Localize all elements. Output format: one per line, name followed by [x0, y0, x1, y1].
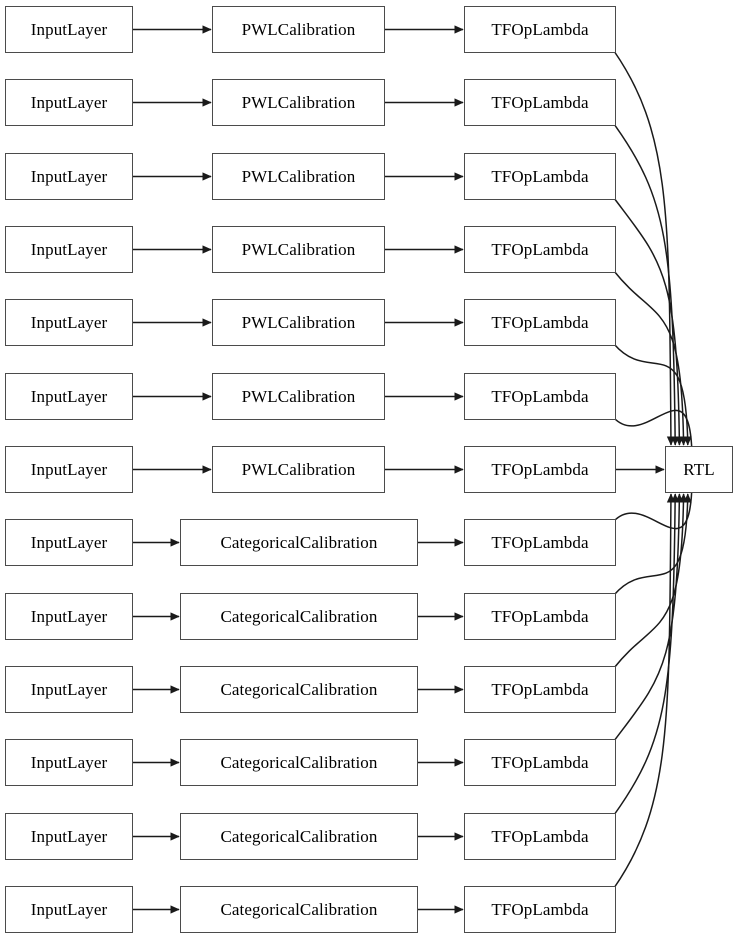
node-pwl-calibration[interactable]: PWLCalibration [212, 446, 385, 493]
node-pwl-calibration-label: PWLCalibration [241, 240, 356, 259]
node-categorical-calibration-label: CategoricalCalibration [220, 533, 378, 552]
node-input-layer[interactable]: InputLayer [5, 299, 133, 346]
node-input-layer[interactable]: InputLayer [5, 739, 133, 786]
node-pwl-calibration-label: PWLCalibration [241, 20, 356, 39]
node-tf-op-lambda-label: TFOpLambda [491, 460, 589, 479]
node-tf-op-lambda-label: TFOpLambda [491, 827, 589, 846]
node-input-layer-label: InputLayer [30, 93, 108, 112]
node-tf-op-lambda[interactable]: TFOpLambda [464, 299, 616, 346]
node-input-layer-label: InputLayer [30, 827, 108, 846]
node-input-layer[interactable]: InputLayer [5, 226, 133, 273]
node-categorical-calibration[interactable]: CategoricalCalibration [180, 666, 418, 713]
node-tf-op-lambda[interactable]: TFOpLambda [464, 79, 616, 126]
node-input-layer[interactable]: InputLayer [5, 593, 133, 640]
node-pwl-calibration[interactable]: PWLCalibration [212, 153, 385, 200]
node-tf-op-lambda[interactable]: TFOpLambda [464, 739, 616, 786]
node-categorical-calibration-label: CategoricalCalibration [220, 607, 378, 626]
node-rtl[interactable]: RTL [665, 446, 733, 493]
node-tf-op-lambda-label: TFOpLambda [491, 387, 589, 406]
node-input-layer-label: InputLayer [30, 900, 108, 919]
node-tf-op-lambda[interactable]: TFOpLambda [464, 153, 616, 200]
node-pwl-calibration-label: PWLCalibration [241, 313, 356, 332]
node-categorical-calibration-label: CategoricalCalibration [220, 900, 378, 919]
node-tf-op-lambda[interactable]: TFOpLambda [464, 666, 616, 713]
node-tf-op-lambda[interactable]: TFOpLambda [464, 593, 616, 640]
node-pwl-calibration[interactable]: PWLCalibration [212, 373, 385, 420]
node-input-layer-label: InputLayer [30, 387, 108, 406]
node-input-layer[interactable]: InputLayer [5, 519, 133, 566]
node-tf-op-lambda[interactable]: TFOpLambda [464, 373, 616, 420]
node-input-layer-label: InputLayer [30, 460, 108, 479]
node-tf-op-lambda[interactable]: TFOpLambda [464, 6, 616, 53]
node-input-layer-label: InputLayer [30, 240, 108, 259]
node-pwl-calibration[interactable]: PWLCalibration [212, 6, 385, 53]
node-categorical-calibration[interactable]: CategoricalCalibration [180, 593, 418, 640]
node-input-layer[interactable]: InputLayer [5, 79, 133, 126]
node-pwl-calibration[interactable]: PWLCalibration [212, 79, 385, 126]
node-input-layer-label: InputLayer [30, 680, 108, 699]
node-pwl-calibration[interactable]: PWLCalibration [212, 299, 385, 346]
node-input-layer-label: InputLayer [30, 753, 108, 772]
node-tf-op-lambda[interactable]: TFOpLambda [464, 519, 616, 566]
node-tf-op-lambda[interactable]: TFOpLambda [464, 446, 616, 493]
node-input-layer-label: InputLayer [30, 533, 108, 552]
node-pwl-calibration-label: PWLCalibration [241, 387, 356, 406]
node-input-layer[interactable]: InputLayer [5, 6, 133, 53]
node-input-layer[interactable]: InputLayer [5, 886, 133, 933]
node-input-layer[interactable]: InputLayer [5, 446, 133, 493]
node-tf-op-lambda-label: TFOpLambda [491, 680, 589, 699]
node-input-layer[interactable]: InputLayer [5, 153, 133, 200]
node-tf-op-lambda-label: TFOpLambda [491, 900, 589, 919]
node-tf-op-lambda[interactable]: TFOpLambda [464, 886, 616, 933]
node-categorical-calibration-label: CategoricalCalibration [220, 680, 378, 699]
node-tf-op-lambda-label: TFOpLambda [491, 20, 589, 39]
node-input-layer[interactable]: InputLayer [5, 813, 133, 860]
node-input-layer-label: InputLayer [30, 20, 108, 39]
node-categorical-calibration[interactable]: CategoricalCalibration [180, 886, 418, 933]
node-input-layer[interactable]: InputLayer [5, 373, 133, 420]
node-tf-op-lambda-label: TFOpLambda [491, 753, 589, 772]
node-input-layer-label: InputLayer [30, 313, 108, 332]
node-input-layer[interactable]: InputLayer [5, 666, 133, 713]
node-categorical-calibration-label: CategoricalCalibration [220, 827, 378, 846]
node-tf-op-lambda-label: TFOpLambda [491, 93, 589, 112]
node-tf-op-lambda-label: TFOpLambda [491, 313, 589, 332]
node-pwl-calibration-label: PWLCalibration [241, 93, 356, 112]
node-tf-op-lambda-label: TFOpLambda [491, 533, 589, 552]
node-tf-op-lambda-label: TFOpLambda [491, 167, 589, 186]
node-tf-op-lambda-label: TFOpLambda [491, 607, 589, 626]
node-pwl-calibration-label: PWLCalibration [241, 167, 356, 186]
node-categorical-calibration[interactable]: CategoricalCalibration [180, 813, 418, 860]
node-tf-op-lambda-label: TFOpLambda [491, 240, 589, 259]
node-categorical-calibration-label: CategoricalCalibration [220, 753, 378, 772]
node-tf-op-lambda[interactable]: TFOpLambda [464, 226, 616, 273]
node-pwl-calibration[interactable]: PWLCalibration [212, 226, 385, 273]
node-input-layer-label: InputLayer [30, 167, 108, 186]
node-input-layer-label: InputLayer [30, 607, 108, 626]
node-pwl-calibration-label: PWLCalibration [241, 460, 356, 479]
node-categorical-calibration[interactable]: CategoricalCalibration [180, 519, 418, 566]
node-categorical-calibration[interactable]: CategoricalCalibration [180, 739, 418, 786]
node-tf-op-lambda[interactable]: TFOpLambda [464, 813, 616, 860]
node-rtl-label: RTL [683, 460, 715, 479]
